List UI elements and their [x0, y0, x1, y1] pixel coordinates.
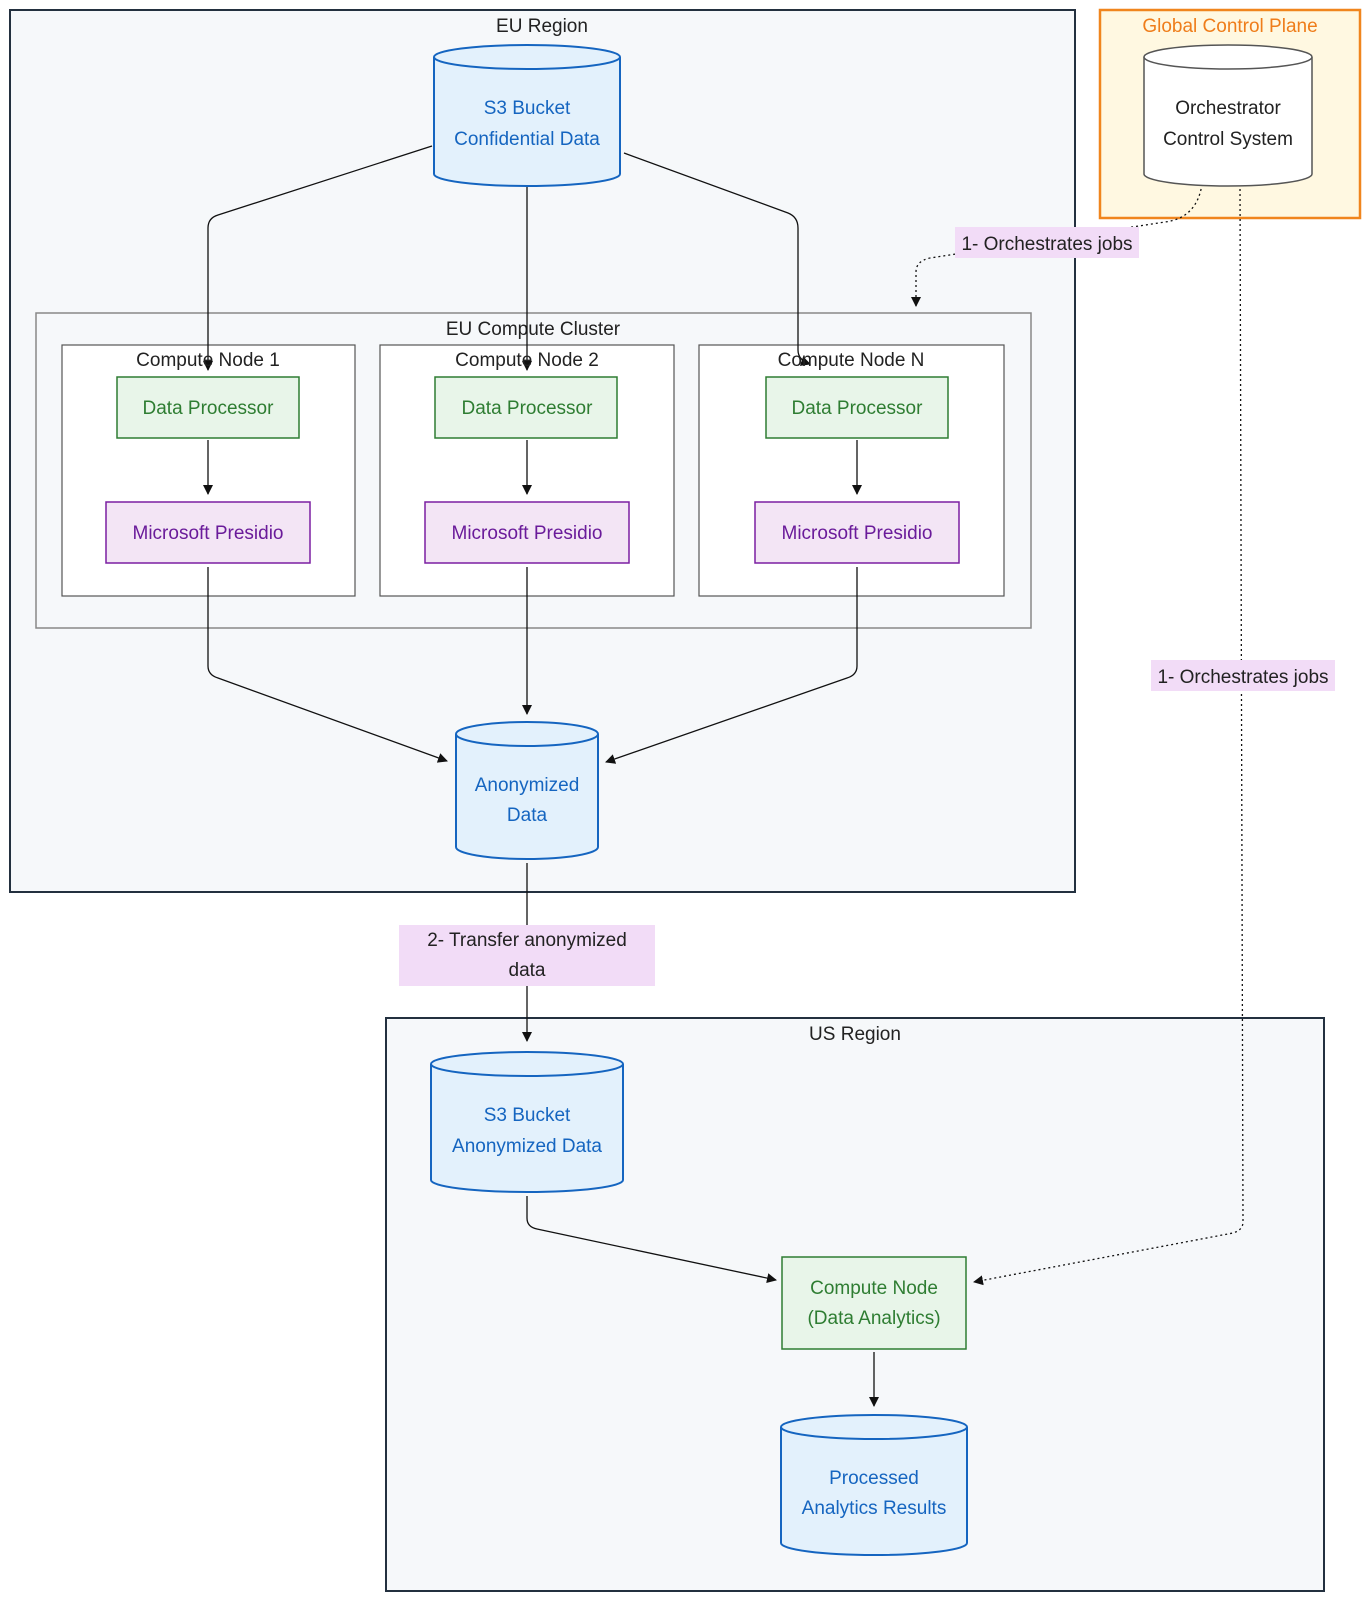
processed-analytics-results: Processed Analytics Results	[780, 1414, 968, 1556]
svg-text:Microsoft Presidio: Microsoft Presidio	[133, 523, 284, 544]
svg-text:S3 Bucket: S3 Bucket	[484, 98, 571, 119]
edge-s3-to-processor-n	[623, 152, 811, 366]
edge-us-s3-to-analytics	[526, 1196, 777, 1284]
global-control-plane-title: Global Control Plane	[1142, 16, 1317, 37]
analytics-compute-node: Compute Node (Data Analytics)	[781, 1256, 967, 1350]
edge-label-orchestrates-cluster: 1- Orchestrates jobs	[955, 227, 1139, 258]
svg-text:Data Processor: Data Processor	[143, 398, 275, 419]
edge-orchestrator-to-analytics	[973, 183, 1244, 1286]
svg-text:S3 Bucket: S3 Bucket	[484, 1105, 571, 1126]
edge-label-orchestrates-analytics: 1- Orchestrates jobs	[1151, 660, 1335, 691]
data-processor-n: Data Processor	[765, 376, 949, 439]
presidio-n: Microsoft Presidio	[754, 501, 960, 564]
svg-text:Microsoft Presidio: Microsoft Presidio	[782, 523, 933, 544]
svg-text:Analytics Results: Analytics Results	[802, 1498, 947, 1519]
svg-text:1- Orchestrates jobs: 1- Orchestrates jobs	[961, 234, 1132, 255]
svg-text:Data: Data	[507, 805, 548, 826]
eu-region-title: EU Region	[496, 16, 588, 37]
svg-text:Anonymized: Anonymized	[475, 775, 580, 796]
presidio-1: Microsoft Presidio	[105, 501, 311, 564]
us-region-title: US Region	[809, 1024, 901, 1045]
data-processor-1: Data Processor	[116, 376, 300, 439]
s3-bucket-anonymized: S3 Bucket Anonymized Data	[430, 1051, 624, 1193]
svg-text:Data Processor: Data Processor	[462, 398, 594, 419]
presidio-2: Microsoft Presidio	[424, 501, 630, 564]
edge-label-transfer: 2- Transfer anonymized data	[399, 925, 655, 986]
svg-text:2- Transfer anonymized: 2- Transfer anonymized	[427, 930, 627, 951]
compute-node-n-title: Compute Node N	[778, 350, 925, 371]
edge-presidio-n-to-anonymized	[605, 567, 858, 764]
svg-text:Microsoft Presidio: Microsoft Presidio	[452, 523, 603, 544]
svg-text:data: data	[509, 960, 546, 981]
edges	[203, 145, 1244, 1407]
anonymized-data-store: Anonymized Data	[455, 721, 599, 860]
svg-text:Processed: Processed	[829, 1468, 919, 1489]
edge-presidio-1-to-anonymized	[207, 567, 448, 763]
compute-node-2-title: Compute Node 2	[455, 350, 599, 371]
svg-text:Confidential Data: Confidential Data	[454, 129, 600, 150]
svg-text:Control System: Control System	[1163, 129, 1293, 150]
edge-orchestrator-to-cluster	[911, 183, 1203, 307]
svg-text:Orchestrator: Orchestrator	[1175, 98, 1281, 119]
s3-bucket-confidential: S3 Bucket Confidential Data	[433, 44, 621, 187]
edge-s3-to-processor-1	[203, 145, 433, 371]
data-processor-2: Data Processor	[434, 376, 618, 439]
svg-text:Anonymized Data: Anonymized Data	[452, 1136, 602, 1157]
compute-node-1-title: Compute Node 1	[136, 350, 280, 371]
svg-text:1- Orchestrates jobs: 1- Orchestrates jobs	[1157, 667, 1328, 688]
svg-text:(Data Analytics): (Data Analytics)	[807, 1308, 940, 1329]
svg-text:Data Processor: Data Processor	[792, 398, 924, 419]
svg-text:Compute Node: Compute Node	[810, 1278, 938, 1299]
eu-compute-cluster-title: EU Compute Cluster	[446, 319, 621, 340]
orchestrator-control-system: Orchestrator Control System	[1143, 44, 1313, 187]
